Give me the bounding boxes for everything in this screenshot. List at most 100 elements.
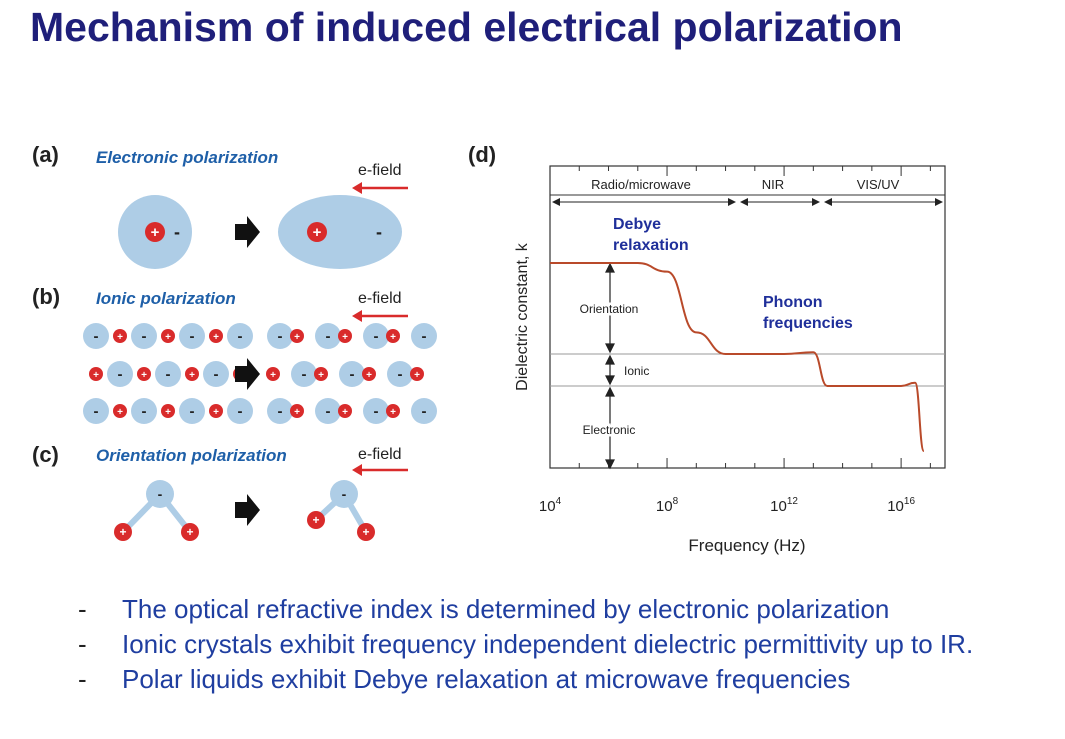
anion: - (155, 361, 181, 387)
panel-b-title: Ionic polarization (96, 289, 236, 308)
figure-graphics: + - + - -+-+-+-+-+-+-+-+-+-+- -+-+-+-+-+… (83, 165, 946, 555)
anion: - (363, 323, 389, 349)
region-span-arrow (552, 198, 736, 206)
positive-charge-label: + (342, 407, 348, 418)
positive-charge-label: + (119, 525, 126, 539)
contribution-arrows (605, 262, 615, 470)
cation: + (314, 367, 328, 381)
contribution-label-electronic: Electronic (583, 423, 636, 437)
panel-a-title: Electronic polarization (96, 148, 279, 167)
dielectric-curve (550, 262, 925, 453)
anion: - (179, 398, 205, 424)
negative-charge-label: - (94, 403, 99, 420)
anion: - (107, 361, 133, 387)
anion: - (203, 361, 229, 387)
cation: + (290, 404, 304, 418)
positive-charge-label: + (270, 370, 276, 381)
negative-charge-label: - (374, 403, 379, 420)
positive-charge-label: + (414, 370, 420, 381)
bullet-dash: - (78, 629, 87, 659)
positive-charge-label: + (366, 370, 372, 381)
negative-charge-label: - (302, 366, 307, 383)
positive-charge-label: + (189, 370, 195, 381)
positive-charge-label: + (313, 224, 322, 241)
negative-charge-label: - (238, 328, 243, 345)
anion: - (179, 323, 205, 349)
negative-charge-label: - (214, 366, 219, 383)
chart-xlabel: Frequency (Hz) (688, 536, 805, 555)
anion: - (131, 323, 157, 349)
anion: - (267, 323, 293, 349)
panel-c-title: Orientation polarization (96, 446, 287, 465)
anion: - (227, 398, 253, 424)
panel-b-efield-label: e-field (358, 290, 402, 307)
transform-arrow-b (235, 358, 260, 390)
positive-charge-label: + (213, 407, 219, 418)
region-label: NIR (762, 177, 784, 192)
anion: - (227, 323, 253, 349)
panel-d-label: (d) (468, 142, 497, 167)
cation: + (209, 329, 223, 343)
cation: + (266, 367, 280, 381)
slide-title: Mechanism of induced electrical polariza… (30, 4, 903, 50)
negative-charge-label: - (422, 403, 427, 420)
negative-charge-label: - (326, 403, 331, 420)
anion: - (83, 323, 109, 349)
bullet-text: Ionic crystals exhibit frequency indepen… (122, 629, 974, 659)
region-label: VIS/UV (857, 177, 900, 192)
positive-charge-label: + (342, 332, 348, 343)
cation: + (209, 404, 223, 418)
bullet-item: - Ionic crystals exhibit frequency indepe… (78, 627, 1038, 662)
negative-charge-label: - (374, 328, 379, 345)
dipole-molecule-before: - + + (114, 480, 199, 541)
annotation-debye-line2: relaxation (613, 237, 689, 254)
negative-charge-label: - (174, 222, 180, 242)
negative-charge-label: - (190, 328, 195, 345)
cation: + (386, 329, 400, 343)
cation: + (185, 367, 199, 381)
x-tick-label: 108 (656, 496, 679, 515)
chart-frame (549, 165, 946, 469)
polarization-figure: (a) Electronic polarization e-field (b) … (30, 136, 950, 556)
anion: - (339, 361, 365, 387)
anion: - (315, 398, 341, 424)
cation: + (386, 404, 400, 418)
bullet-text: The optical refractive index is determin… (122, 594, 890, 624)
x-tick-label: 1016 (887, 496, 915, 515)
positive-charge-label: + (318, 370, 324, 381)
bullet-dash: - (78, 664, 87, 694)
negative-charge-label: - (190, 403, 195, 420)
cation: + (338, 404, 352, 418)
anion: - (267, 398, 293, 424)
bullet-text: Polar liquids exhibit Debye relaxation a… (122, 664, 851, 694)
cation: + (89, 367, 103, 381)
positive-charge-label: + (362, 525, 369, 539)
ionic-lattice-before: -+-+-+-+-+-+-+-+-+-+- (83, 323, 253, 424)
panel-b-label: (b) (32, 284, 61, 309)
negative-charge-label: - (94, 328, 99, 345)
negative-charge-label: - (278, 328, 283, 345)
bullet-dash: - (78, 594, 87, 624)
panel-c-label: (c) (32, 442, 59, 467)
anion: - (411, 398, 437, 424)
positive-charge-label: + (93, 370, 99, 381)
negative-charge-label: - (376, 222, 382, 242)
positive-charge-label: + (294, 407, 300, 418)
cation: + (161, 404, 175, 418)
anion: - (363, 398, 389, 424)
contribution-label-ionic: Ionic (624, 364, 649, 378)
efield-arrow-b (352, 310, 408, 322)
positive-charge-label: + (165, 407, 171, 418)
annotation-phonon-line1: Phonon (763, 294, 823, 311)
negative-charge-label: - (342, 486, 347, 502)
negative-charge-label: - (118, 366, 123, 383)
positive-charge-label: + (141, 370, 147, 381)
positive-charge-label: + (165, 332, 171, 343)
panel-a-label: (a) (32, 142, 59, 167)
negative-charge-label: - (398, 366, 403, 383)
positive-charge-label: + (117, 407, 123, 418)
negative-charge-label: - (238, 403, 243, 420)
bullet-item: - The optical refractive index is determi… (78, 592, 1038, 627)
region-label: Radio/microwave (591, 177, 691, 192)
panel-c-efield-label: e-field (358, 446, 402, 463)
